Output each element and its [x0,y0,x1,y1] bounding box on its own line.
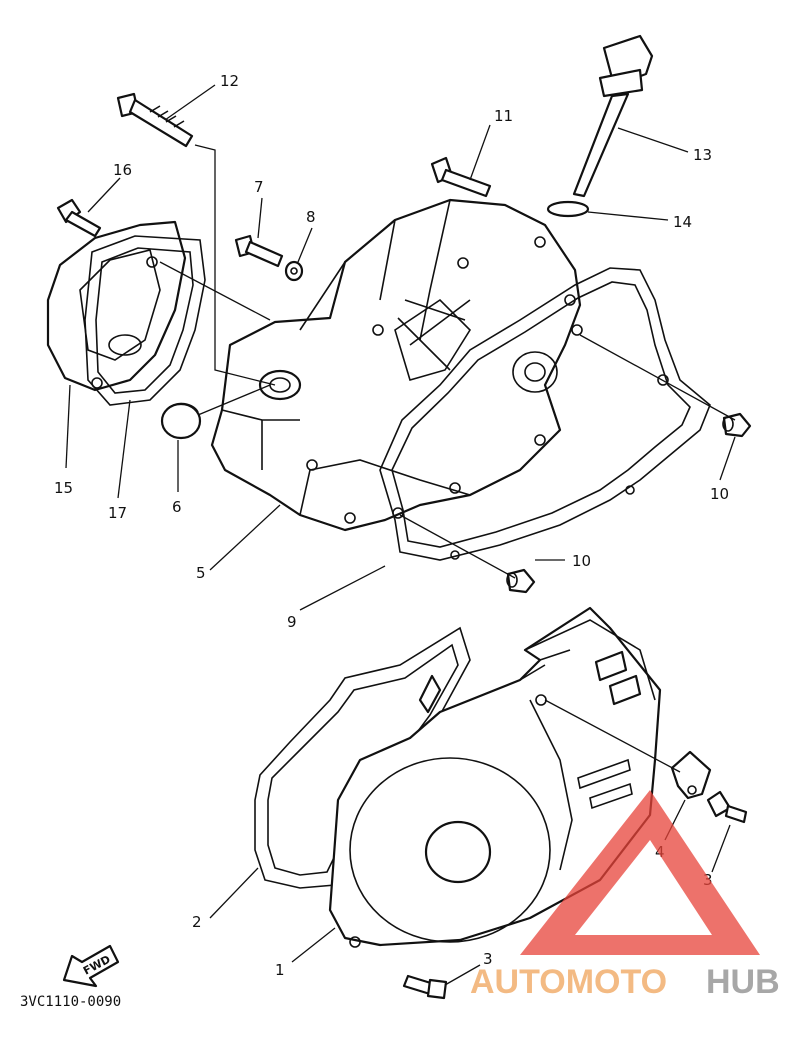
callout-15: 15 [54,479,73,497]
gasket [379,267,711,561]
washer-8 [284,260,304,282]
dowel-pin-lower [506,568,536,594]
watermark-brand-2: HUB [706,963,780,1001]
callout-16: 16 [113,161,132,179]
watermark-logo-icon [520,790,760,955]
callout-2: 2 [192,913,202,931]
bolt-3-bottom [402,974,448,1000]
bolt-16 [56,198,102,238]
callout-8: 8 [306,208,316,226]
callout-6: 6 [172,498,182,516]
callout-12: 12 [220,72,239,90]
callout-13: 13 [693,146,712,164]
outer-cover [328,606,662,948]
callout-10-lower: 10 [572,552,591,570]
watermark-brand-1: AUTOMOTO [470,963,667,1001]
plug [160,402,202,440]
callout-5: 5 [196,564,206,582]
watermark: AUTOMOTO HUB [470,790,780,1001]
fwd-arrow-icon: FWD [62,944,120,988]
callout-17: 17 [108,504,127,522]
crankcase-cover [210,198,582,532]
callout-1: 1 [275,961,285,979]
small-cover [46,220,187,392]
leader-lines [65,84,736,986]
callout-7: 7 [254,178,264,196]
callouts: 12 7 8 11 13 14 16 15 17 6 5 9 10 10 4 3… [54,72,729,979]
bolt-11 [430,156,492,198]
drawing-code: 3VC1110-0090 [20,994,121,1010]
callout-10-upper: 10 [710,485,729,503]
callout-3-bottom: 3 [483,950,493,968]
bolt-7 [234,234,284,268]
clip [670,750,712,800]
small-cover-gasket [84,235,206,406]
callout-11: 11 [494,107,513,125]
bolt-3-right [706,790,748,824]
dowel-pin-upper [722,412,752,438]
o-ring [546,200,590,218]
bolt-12 [116,92,194,148]
dipstick [572,34,654,198]
callout-14: 14 [673,213,692,231]
callout-9: 9 [287,613,297,631]
